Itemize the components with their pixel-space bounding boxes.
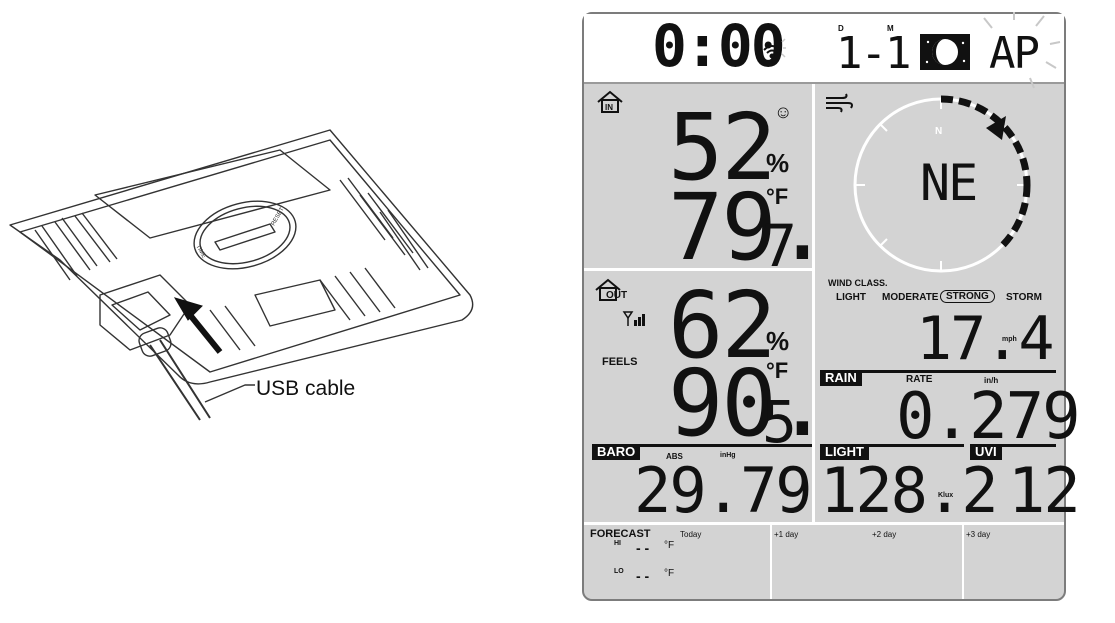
moon-phase-icon xyxy=(920,34,970,70)
date-readout: 1-1 xyxy=(836,28,911,79)
baro-unit: inHg xyxy=(720,452,736,459)
insert-arrow xyxy=(173,297,223,354)
feels-label: FEELS xyxy=(602,356,638,368)
indoor-humidity-unit: % xyxy=(766,148,790,178)
forecast-day-today: Today xyxy=(680,530,702,539)
forecast-lo-label: LO xyxy=(614,568,624,575)
wind-speed: 17.4 xyxy=(916,304,1054,374)
wind-speed-unit: mph xyxy=(1002,336,1017,343)
uvi-value: 12 xyxy=(1008,454,1081,527)
rain-tag: RAIN xyxy=(820,370,862,386)
rain-rate-value: 0.279 xyxy=(896,380,1081,454)
wind-compass xyxy=(853,95,1031,273)
uvi-tag: UVI xyxy=(970,444,1002,460)
wind-direction: NE xyxy=(920,154,978,212)
usb-cable-label: USB cable xyxy=(256,377,356,400)
forecast-day-3: +3 day xyxy=(966,530,991,539)
signal-strength-icon xyxy=(622,311,645,326)
wind-class-moderate: MODERATE xyxy=(882,292,939,303)
flash-rays-icon xyxy=(983,12,1061,89)
wind-class-light: LIGHT xyxy=(836,292,866,303)
forecast-hi-value: - - xyxy=(636,540,650,556)
indoor-humidity: 52 xyxy=(668,94,777,201)
usb-cable xyxy=(149,344,201,421)
svg-text:OUT: OUT xyxy=(606,290,627,301)
forecast-day-2: +2 day xyxy=(872,530,897,539)
forecast-lo-value: - - xyxy=(636,568,650,584)
rain-unit: in/h xyxy=(984,376,999,385)
day-indicator: D xyxy=(838,24,844,33)
forecast-title: FORECAST xyxy=(590,528,651,540)
vent-slits-bottom xyxy=(209,267,396,351)
light-unit: Klux xyxy=(938,492,954,499)
cover-text-right: RESET xyxy=(271,206,286,227)
forecast-day-1: +1 day xyxy=(774,530,799,539)
svg-text:IN: IN xyxy=(605,103,613,112)
vent-slits-left xyxy=(34,212,118,281)
month-indicator: M xyxy=(887,24,894,33)
device-back-illustration: TIME RESET xyxy=(9,129,474,421)
outdoor-house-icon: OUT xyxy=(595,278,627,301)
wind-class-storm: STORM xyxy=(1006,292,1042,303)
ampm-readout: AP xyxy=(989,28,1040,79)
outdoor-humidity: 62 xyxy=(668,272,777,379)
wind-class-title: WIND CLASS. xyxy=(828,278,888,288)
baro-tag: BARO xyxy=(592,444,641,460)
time-date-bar: 0:00 D M 1-1 AP xyxy=(584,12,1064,89)
outdoor-temperature-unit: °F xyxy=(766,358,789,383)
forecast-lo-unit: °F xyxy=(664,568,675,579)
vent-slits-right xyxy=(339,177,429,271)
forecast-hi-unit: °F xyxy=(664,540,675,551)
usb-port xyxy=(99,274,191,351)
compass-north-label: N xyxy=(935,126,943,137)
baro-value: 29.79 xyxy=(634,454,813,527)
rain-rate-label: RATE xyxy=(906,374,933,385)
baro-abs-label: ABS xyxy=(666,452,683,461)
outdoor-humidity-unit: % xyxy=(766,326,790,356)
time-readout: 0:00 xyxy=(652,12,786,80)
lcd-display: 0:00 D M 1-1 AP xyxy=(582,12,1081,601)
wind-icon xyxy=(826,93,853,113)
device-outline xyxy=(9,129,474,385)
forecast-hi-label: HI xyxy=(614,540,621,547)
indoor-house-icon: IN xyxy=(597,90,623,113)
wifi-signal-icon xyxy=(763,38,786,59)
indoor-temperature-decimal: 7 xyxy=(762,212,797,280)
light-tag: LIGHT xyxy=(820,444,869,460)
indoor-temperature-unit: °F xyxy=(766,184,789,209)
light-value: 128.2 xyxy=(820,454,999,527)
indoor-temperature: 79. xyxy=(668,174,830,281)
outdoor-temperature: 90. xyxy=(668,350,830,457)
wind-class-strong: STRONG xyxy=(940,290,995,303)
comfort-smiley-icon: ☺ xyxy=(774,102,793,122)
battery-cover xyxy=(193,200,297,270)
